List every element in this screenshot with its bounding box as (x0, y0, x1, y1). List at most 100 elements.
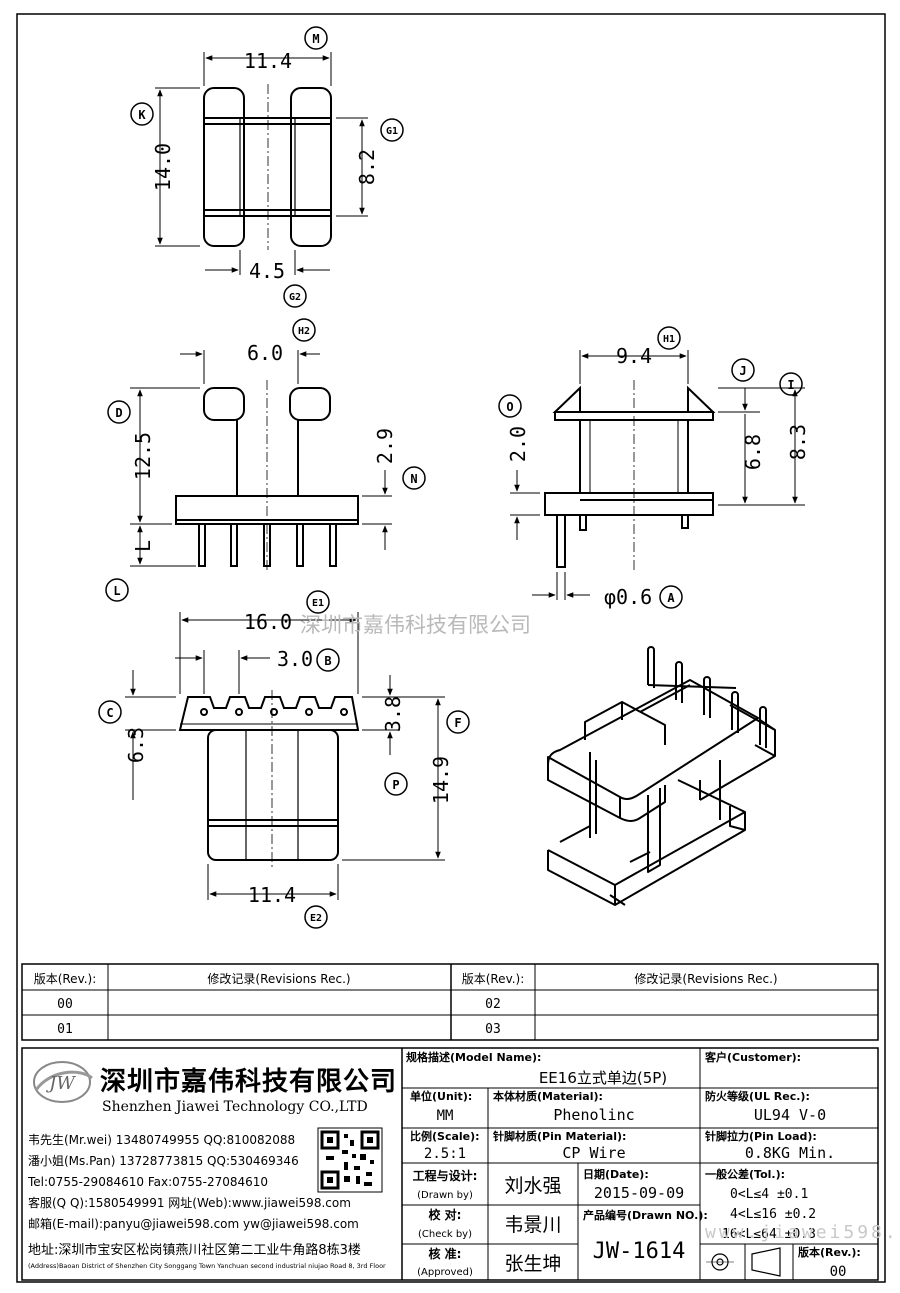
drawno-label: 产品编号(Drawn NO.): (583, 1208, 708, 1222)
rev-header-right: 版本(Rev.): (462, 972, 525, 986)
company-logo: JW (33, 1061, 93, 1103)
svg-text:F: F (454, 716, 461, 730)
pin-load-label: 针脚拉力(Pin Load): (705, 1129, 817, 1143)
svg-text:G2: G2 (289, 292, 301, 303)
scale-label: 比例(Scale): (410, 1129, 480, 1143)
customer-label: 客户(Customer): (704, 1050, 801, 1064)
svg-text:M: M (312, 32, 319, 46)
callout-d: D (107, 400, 131, 424)
svg-text:J: J (739, 364, 746, 378)
svg-text:C: C (106, 706, 113, 720)
callout-g2: G2 (283, 284, 307, 308)
rec-header-left: 修改记录(Revisions Rec.) (207, 971, 350, 986)
side-view (544, 380, 716, 570)
pin-material-value: CP Wire (562, 1144, 625, 1162)
contact-pan: 潘小姐(Ms.Pan) 13728773815 QQ:530469346 (28, 1154, 299, 1168)
rev-row-00: 00 (57, 997, 73, 1012)
check-label: 校 对: (429, 1207, 462, 1222)
contact-wei: 韦先生(Mr.wei) 13480749955 QQ:810082088 (28, 1133, 295, 1147)
top-view (203, 84, 332, 250)
approved-label: 核 准: (429, 1246, 462, 1261)
dim-top-inner: 8.2 (355, 149, 379, 185)
scale-value: 2.5:1 (424, 1146, 466, 1162)
ul-value: UL94 V-0 (754, 1106, 826, 1124)
dim-pin-diameter: φ0.6 (604, 585, 652, 609)
dim-bottom-width: 16.0 (244, 610, 292, 634)
dim-bottom-height: 14.9 (429, 756, 453, 804)
callout-e1: E1 (306, 590, 330, 614)
tol-label: 一般公差(Tol.): (705, 1167, 785, 1181)
callout-l: L (105, 578, 129, 602)
svg-text:A: A (667, 591, 675, 605)
callout-b: B (316, 648, 340, 672)
rec-header-right: 修改记录(Revisions Rec.) (634, 971, 777, 986)
side-view-dims (510, 350, 805, 600)
callout-m: M (304, 26, 328, 50)
material-value: Phenolinc (553, 1106, 634, 1124)
watermark-company: 深圳市嘉伟科技有限公司 (300, 613, 531, 637)
callout-f: F (446, 710, 470, 734)
svg-text:L: L (113, 584, 120, 598)
drawno-value: JW-1614 (593, 1239, 686, 1264)
callout-h2: H2 (292, 318, 316, 342)
front-view (175, 380, 359, 570)
svg-text:H2: H2 (298, 326, 310, 337)
date-value: 2015-09-09 (594, 1184, 684, 1202)
unit-value: MM (437, 1108, 454, 1124)
svg-text:E1: E1 (312, 598, 324, 609)
dim-top-height: 14.0 (151, 143, 175, 191)
qr-code-image (317, 1127, 383, 1193)
dim-front-top-width: 6.0 (247, 341, 283, 365)
outer-frame (16, 13, 886, 1283)
approved-value: 张生坤 (504, 1253, 561, 1275)
contact-tel: Tel:0755-29084610 Fax:0755-27084610 (27, 1175, 268, 1189)
contact-email: 邮箱(E-mail):panyu@jiawei598.com yw@jiawei… (28, 1216, 359, 1231)
approved-label-en: (Approved) (417, 1267, 473, 1278)
svg-text:O: O (506, 400, 513, 414)
rev-row-01: 01 (57, 1022, 73, 1037)
svg-text:P: P (392, 778, 399, 792)
front-view-dims (130, 350, 392, 567)
rev-row-02: 02 (485, 997, 501, 1012)
top-view-dims (155, 52, 368, 275)
projection-symbol-icon (706, 1247, 781, 1277)
dim-bottom-left: 6.3 (124, 727, 148, 763)
callout-p: P (384, 772, 408, 796)
svg-text:JW: JW (45, 1073, 76, 1094)
svg-text:E2: E2 (310, 913, 322, 924)
company-name-en: Shenzhen Jiawei Technology CO.,LTD (102, 1099, 368, 1115)
title-block-grid (21, 1047, 879, 1281)
revision-table (21, 963, 879, 1041)
dim-side-width: 9.4 (616, 344, 652, 368)
svg-text:D: D (115, 406, 122, 420)
callout-k: K (130, 102, 154, 126)
tol-row-2: 4<L≤16 ±0.2 (730, 1207, 816, 1222)
callout-i: I (779, 372, 803, 396)
dim-side-total: 8.3 (786, 424, 810, 460)
material-label: 本体材质(Material): (493, 1089, 603, 1103)
tol-row-3: 16<L≤64 ±0.3 (722, 1227, 816, 1242)
pin-load-value: 0.8KG Min. (745, 1144, 835, 1162)
svg-text:N: N (410, 472, 417, 486)
drawn-label: 工程与设计: (413, 1168, 478, 1183)
callout-c: C (98, 700, 122, 724)
address-en: (Address)Baoan District of Shenzhen City… (28, 1262, 386, 1270)
check-label-en: (Check by) (418, 1229, 472, 1240)
dim-side-left: 2.0 (506, 426, 530, 462)
svg-text:I: I (787, 378, 794, 392)
dim-top-gap: 4.5 (249, 259, 285, 283)
callout-j: J (731, 358, 755, 382)
svg-text:B: B (324, 654, 331, 668)
bottom-view-dims (125, 612, 445, 900)
callout-a: A (659, 585, 683, 609)
address-cn: 地址:深圳市宝安区松岗镇燕川社区第二工业牛角路8栋3楼 (28, 1242, 361, 1258)
drawn-label-en: (Drawn by) (417, 1190, 473, 1201)
drawn-value: 刘水强 (504, 1175, 561, 1197)
unit-label: 单位(Unit): (410, 1089, 472, 1103)
dim-bottom-body: 11.4 (248, 883, 296, 907)
svg-text:K: K (138, 108, 146, 122)
svg-text:G1: G1 (386, 126, 398, 137)
dim-front-height: 12.5 (131, 432, 155, 480)
check-value: 韦景川 (504, 1214, 561, 1236)
web-watermark: www.jiawei598.com (705, 1222, 900, 1243)
